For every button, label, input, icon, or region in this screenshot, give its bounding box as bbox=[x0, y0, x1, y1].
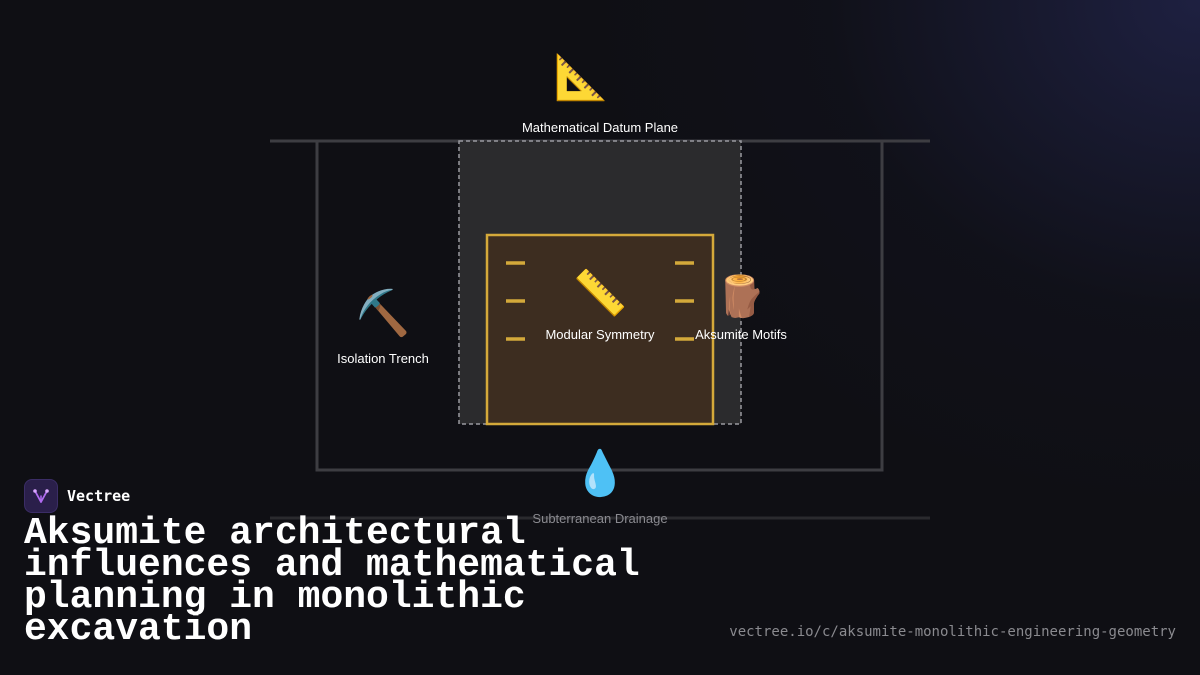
wood-log-icon: 🪵 bbox=[716, 274, 766, 320]
modular-symmetry-label: Modular Symmetry bbox=[545, 327, 655, 342]
right-modular-ticks bbox=[675, 261, 694, 341]
straight-ruler-icon: 📏 bbox=[572, 268, 628, 319]
source-url[interactable]: vectree.io/c/aksumite-monolithic-enginee… bbox=[729, 624, 1176, 640]
brand-name: Vectree bbox=[67, 487, 131, 505]
brand: Vectree bbox=[24, 479, 130, 513]
aksumite-motifs-label: Aksumite Motifs bbox=[695, 327, 787, 342]
triangular-ruler-icon: 📐 bbox=[553, 52, 609, 103]
subterranean-drainage-label: Subterranean Drainage bbox=[532, 511, 668, 526]
pickaxe-icon: ⛏️ bbox=[355, 288, 411, 339]
page-title: Aksumite architectural influences and ma… bbox=[24, 512, 640, 651]
left-modular-ticks bbox=[506, 261, 525, 341]
monolith-core bbox=[485, 233, 715, 426]
droplet-icon: 💧 bbox=[572, 448, 628, 499]
datum-plane-label: Mathematical Datum Plane bbox=[521, 120, 679, 135]
isolation-trench-label: Isolation Trench bbox=[337, 351, 429, 366]
vectree-logo-icon bbox=[24, 479, 58, 513]
